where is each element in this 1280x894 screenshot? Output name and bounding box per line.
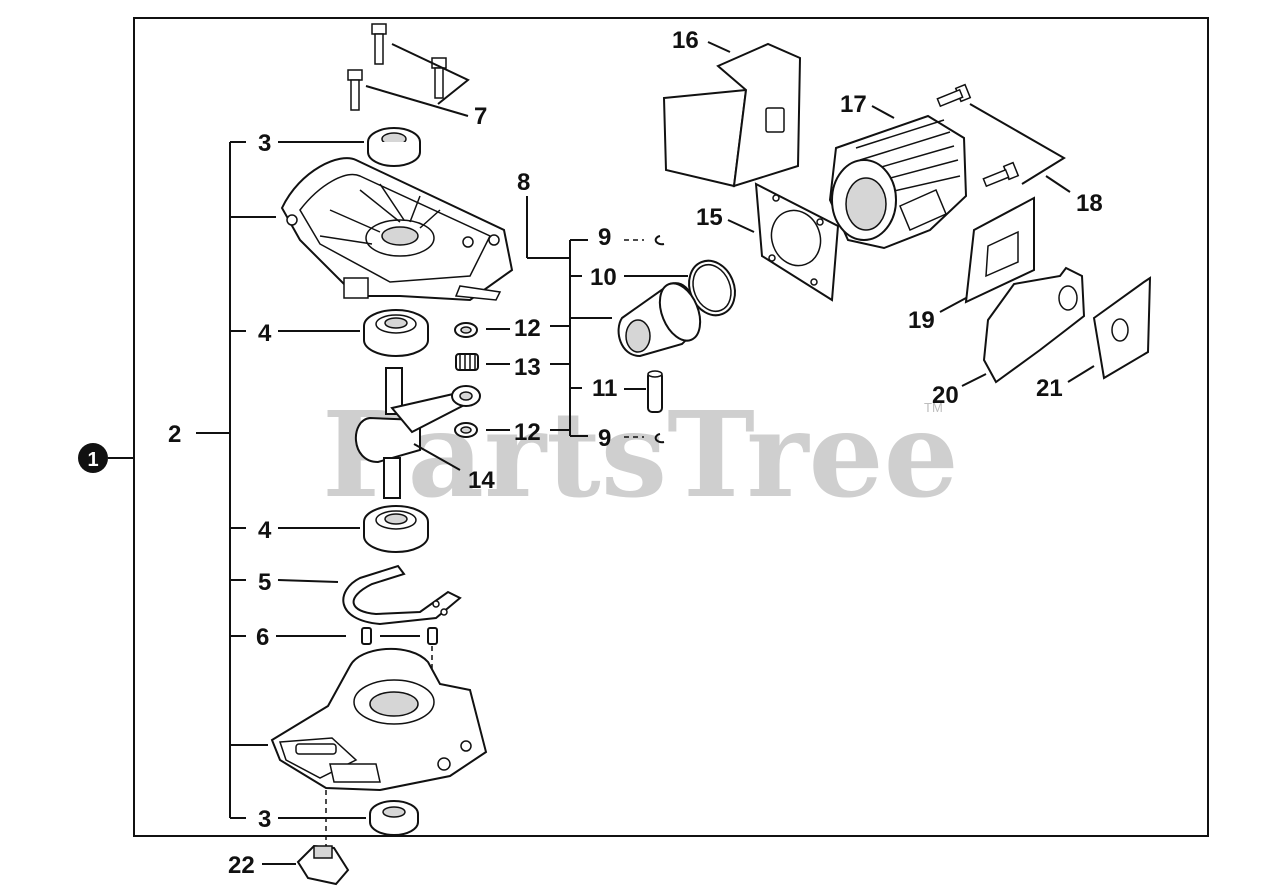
callout-19[interactable]: 19: [908, 307, 935, 334]
bearing-top[interactable]: [363, 309, 429, 357]
muffler-cover[interactable]: [662, 41, 802, 188]
oil-seal-bottom[interactable]: [369, 800, 419, 836]
dowel-pin-b[interactable]: [427, 627, 438, 645]
cylinder[interactable]: [828, 105, 968, 250]
piston-pin[interactable]: [647, 370, 663, 413]
crankcase-lower[interactable]: [270, 648, 488, 792]
callout-7[interactable]: 7: [474, 103, 487, 130]
piston-clip-bottom[interactable]: [654, 433, 665, 444]
piston-clip-top[interactable]: [654, 235, 665, 246]
callout-9-top[interactable]: 9: [598, 224, 611, 251]
crankcase-gasket[interactable]: [342, 564, 462, 626]
callout-13[interactable]: 13: [514, 354, 541, 381]
callout-12-top[interactable]: 12: [514, 315, 541, 342]
callout-4-top[interactable]: 4: [258, 320, 272, 347]
crankcase-bracket: [196, 141, 276, 819]
mount-cushion[interactable]: [296, 844, 350, 886]
muffler-gasket[interactable]: [727, 182, 840, 302]
callout-3-bottom[interactable]: 3: [258, 806, 271, 833]
callout-20[interactable]: 20: [932, 382, 959, 409]
callout-22[interactable]: 22: [228, 852, 255, 879]
piston-bracket: [526, 196, 612, 437]
intake-gasket[interactable]: [961, 266, 1086, 387]
piston[interactable]: [617, 277, 708, 358]
watermark-trademark: TM: [924, 400, 943, 415]
cylinder-gasket[interactable]: [939, 196, 1035, 313]
callout-2[interactable]: 2: [168, 421, 181, 448]
assembly-badge[interactable]: 1: [78, 443, 108, 473]
callout-15[interactable]: 15: [696, 204, 723, 231]
needle-bearing[interactable]: [455, 353, 479, 371]
cylinder-bolt-b[interactable]: [982, 161, 1020, 188]
callout-17[interactable]: 17: [840, 91, 867, 118]
callout-14[interactable]: 14: [468, 467, 495, 494]
bolt-7-c[interactable]: [347, 69, 363, 111]
callout-11[interactable]: 11: [592, 375, 617, 402]
piston-ring[interactable]: [681, 254, 743, 322]
diagram-frame: [133, 17, 1209, 837]
bolt-7-a[interactable]: [371, 23, 387, 65]
insulator-gasket[interactable]: [1067, 276, 1152, 383]
cylinder-bolt-a[interactable]: [936, 83, 972, 108]
crankshaft[interactable]: [355, 367, 481, 499]
callout-12-bottom[interactable]: 12: [514, 419, 541, 446]
callout-9-bottom[interactable]: 9: [598, 425, 611, 452]
callout-4-bottom[interactable]: 4: [258, 517, 272, 544]
callout-18[interactable]: 18: [1076, 190, 1103, 217]
svg-text:1: 1: [87, 449, 98, 471]
callout-8[interactable]: 8: [517, 169, 530, 196]
callout-16[interactable]: 16: [672, 27, 699, 54]
thrust-washer-bottom[interactable]: [454, 422, 478, 438]
callout-21[interactable]: 21: [1036, 375, 1063, 402]
bearing-bottom[interactable]: [363, 505, 429, 553]
callout-3-top[interactable]: 3: [258, 130, 271, 157]
dowel-pin-a[interactable]: [361, 627, 372, 645]
callout-5[interactable]: 5: [258, 569, 271, 596]
callout-10[interactable]: 10: [590, 264, 617, 291]
callout-6[interactable]: 6: [256, 624, 269, 651]
oil-seal-top[interactable]: [367, 127, 421, 167]
crankcase-upper[interactable]: [280, 157, 514, 302]
thrust-washer-top[interactable]: [454, 322, 478, 338]
